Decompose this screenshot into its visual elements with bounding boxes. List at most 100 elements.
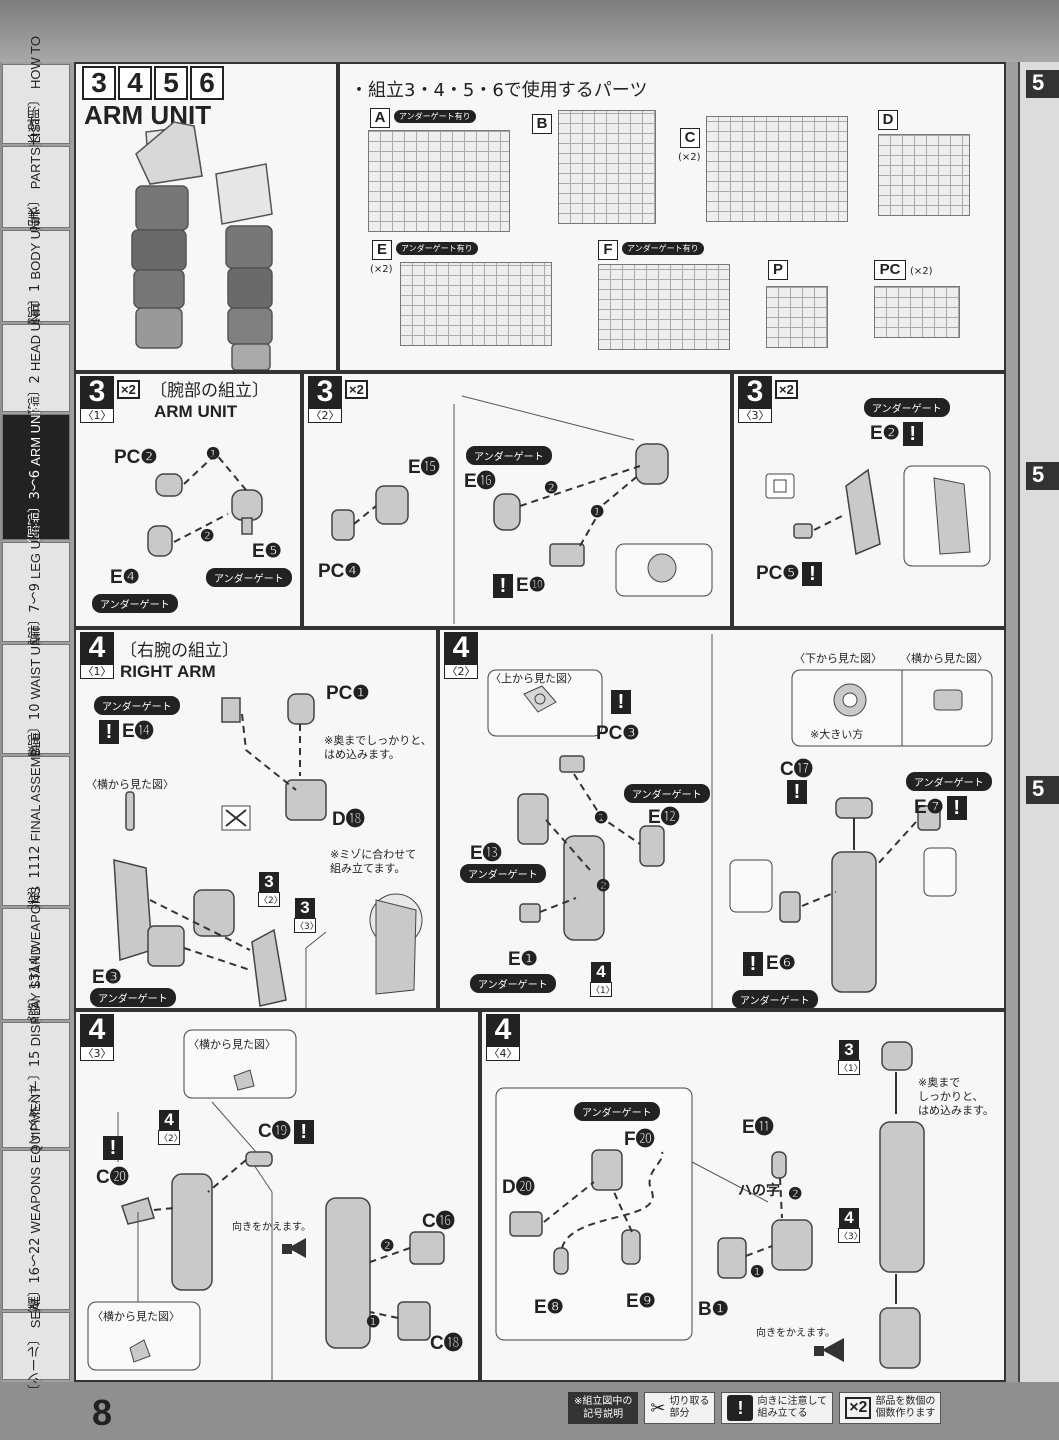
step-ref: 3〈3〉	[294, 898, 319, 933]
step-title-en: RIGHT ARM	[120, 662, 216, 681]
underground-badge: アンダーゲート	[624, 784, 710, 803]
part-label: C⓲	[430, 1333, 463, 1354]
step-ref: 4〈2〉	[158, 1110, 183, 1145]
caution-icon: !	[802, 562, 823, 586]
underground-badge: アンダーゲート	[90, 988, 176, 1007]
section-sidebar: 〔基本説明〕 HOW TO 〔部品表〕 PARTS LIST 〔胸部〕1 BOD…	[0, 36, 72, 1397]
tab-arm-unit[interactable]: 〔腕部〕3〜6 ARM UNIT	[2, 403, 70, 551]
step-title-en: ARM UNIT	[154, 402, 238, 421]
step-diagram	[487, 634, 993, 1008]
step-header: 3〈1〉 ×2	[80, 376, 140, 423]
tab-final-assemble[interactable]: 〔完成〕1112 FINAL ASSEMBLE	[2, 732, 70, 930]
part-label: !E❿	[490, 574, 546, 598]
order-marker: ❶	[750, 1264, 765, 1281]
runner-f	[598, 264, 730, 350]
part-label: D⓲	[332, 809, 365, 830]
part-label: E❺	[252, 541, 282, 562]
view-caption: 〈横から見た図〉	[900, 652, 988, 665]
tab-display-stand[interactable]: 〔ディスプレイスタンド〕15 DISPLAY STAND	[2, 946, 70, 1224]
step-diagram	[765, 465, 991, 567]
note-text: ※大きい方	[810, 728, 864, 741]
runner-label: P	[768, 260, 788, 280]
step-4-3-panel: 4〈3〉 〈横から見た図〉 C⓳! ! C⓴ 4〈2〉 向きをかえま	[74, 1010, 480, 1382]
view-caption: 〈横から見た図〉	[188, 1038, 276, 1051]
order-marker: ❶	[590, 504, 605, 521]
order-marker: ❶	[594, 810, 609, 827]
page-number: 8	[92, 1392, 113, 1433]
x2-icon: ×2	[845, 1397, 872, 1419]
caution-icon: !	[293, 1119, 314, 1144]
part-label: D⓴	[502, 1177, 535, 1198]
step-header: 3〈3〉 ×2	[738, 376, 798, 423]
tab-body-unit[interactable]: 〔胸部〕1 BODY UNIT	[2, 209, 70, 344]
caution-icon: !	[103, 1136, 123, 1160]
part-label: E⓬	[648, 807, 680, 828]
underground-badge: アンダーゲート	[864, 398, 950, 417]
runner-count: (×2)	[678, 152, 701, 163]
order-marker: ❷	[200, 528, 215, 545]
underground-badge: アンダーゲート	[732, 990, 818, 1008]
caution-icon: !	[99, 719, 119, 744]
runner-a	[368, 130, 510, 232]
order-marker: ❷	[596, 878, 611, 895]
step-diagram	[87, 1029, 445, 1380]
note-text: ハの字	[738, 1182, 780, 1198]
parts-list-panel: ・組立3・4・5・6で使用するパーツ A アンダーゲート有り B C (×2) …	[338, 62, 1006, 372]
step-header: 3〈2〉 ×2	[308, 376, 368, 423]
runner-label: B	[532, 114, 552, 134]
caution-icon: !	[902, 422, 923, 446]
part-label: PC❹	[318, 561, 362, 582]
legend-item: ×2 部品を数個の 個数作ります	[839, 1392, 942, 1424]
step-diagram	[147, 452, 263, 557]
runner-label: C	[680, 128, 700, 148]
step-header: 4〈4〉	[486, 1014, 520, 1061]
next-step-number: 5	[1026, 776, 1059, 804]
tab-weapons[interactable]: 〔武器〕1314 WEAPONS	[2, 886, 70, 1042]
runner-p	[766, 286, 828, 348]
order-marker: ❷	[380, 1238, 395, 1255]
legend-item: ! 向きに注意して 組み立てる	[721, 1392, 834, 1424]
part-label: C⓴	[96, 1167, 129, 1188]
tab-leg-unit[interactable]: 〔脚部〕7〜9 LEG UNIT	[2, 519, 70, 665]
legend-item: ✂ 切り取る 部分	[644, 1392, 716, 1424]
runner-label: A	[370, 108, 390, 128]
step-header: 4〈1〉	[80, 632, 114, 679]
view-caption: 〈上から見た図〉	[490, 672, 578, 685]
step-3-2-panel: 3〈2〉 ×2 E⓯ PC❹ アンダーゲート E⓰ ❷ ❶ !E❿	[302, 372, 732, 628]
caution-icon: !	[727, 1395, 754, 1421]
step-title-jp: 〔右腕の組立〕	[120, 641, 239, 661]
part-label: E❽	[534, 1297, 564, 1318]
part-label: E❷!	[870, 422, 926, 446]
step-diagram	[113, 693, 423, 1008]
part-label: E⓫	[742, 1117, 774, 1138]
part-label: !E⓮	[96, 716, 154, 744]
tab-seal[interactable]: 〔シール〕 SEAL	[2, 1295, 70, 1397]
part-label: E❸	[92, 967, 122, 988]
tab-parts-list[interactable]: 〔部品表〕 PARTS LIST	[2, 116, 70, 258]
step-header: 4〈2〉	[444, 632, 478, 679]
step-ref: 4〈1〉	[590, 962, 615, 997]
part-label: !	[784, 780, 810, 804]
tab-waist-unit[interactable]: 〔腰部〕10 WAIST UNIT	[2, 625, 70, 773]
part-label: E⓰	[464, 471, 496, 492]
next-page-edge	[1018, 62, 1059, 1382]
underground-badge: アンダーゲート	[460, 864, 546, 883]
note-text: 向きをかえます。	[756, 1328, 835, 1339]
runner-count: (×2)	[910, 266, 933, 277]
part-label: E❾	[626, 1291, 656, 1312]
parts-heading: ・組立3・4・5・6で使用するパーツ	[350, 80, 648, 101]
step-title-jp: 〔腕部の組立〕	[150, 381, 269, 401]
step-ref: 3〈2〉	[258, 872, 283, 907]
step-4-1-panel: 4〈1〉 〔右腕の組立〕 RIGHT ARM アンダーゲート !E⓮ PC❶ ※…	[74, 628, 438, 1010]
tab-head-unit[interactable]: 〔頭部〕2 HEAD UNIT	[2, 301, 70, 435]
symbol-legend: ※組立図中の 記号説明 ✂ 切り取る 部分 ! 向きに注意して 組み立てる ×2…	[568, 1388, 942, 1428]
underground-badge: アンダーゲート	[574, 1102, 660, 1121]
view-caption: 〈下から見た図〉	[794, 652, 882, 665]
tab-how-to[interactable]: 〔基本説明〕 HOW TO	[2, 36, 70, 172]
runner-label: E	[372, 240, 392, 260]
part-label: E❹	[110, 567, 140, 588]
underground-badge: アンダーゲート	[906, 772, 992, 791]
tab-weapons-equipment[interactable]: 〔武器の装備〕16〜22 WEAPONS EQUIPMENT	[2, 1086, 70, 1374]
note-text: ※奥までしっかりと、 はめ込みます。	[324, 734, 432, 761]
